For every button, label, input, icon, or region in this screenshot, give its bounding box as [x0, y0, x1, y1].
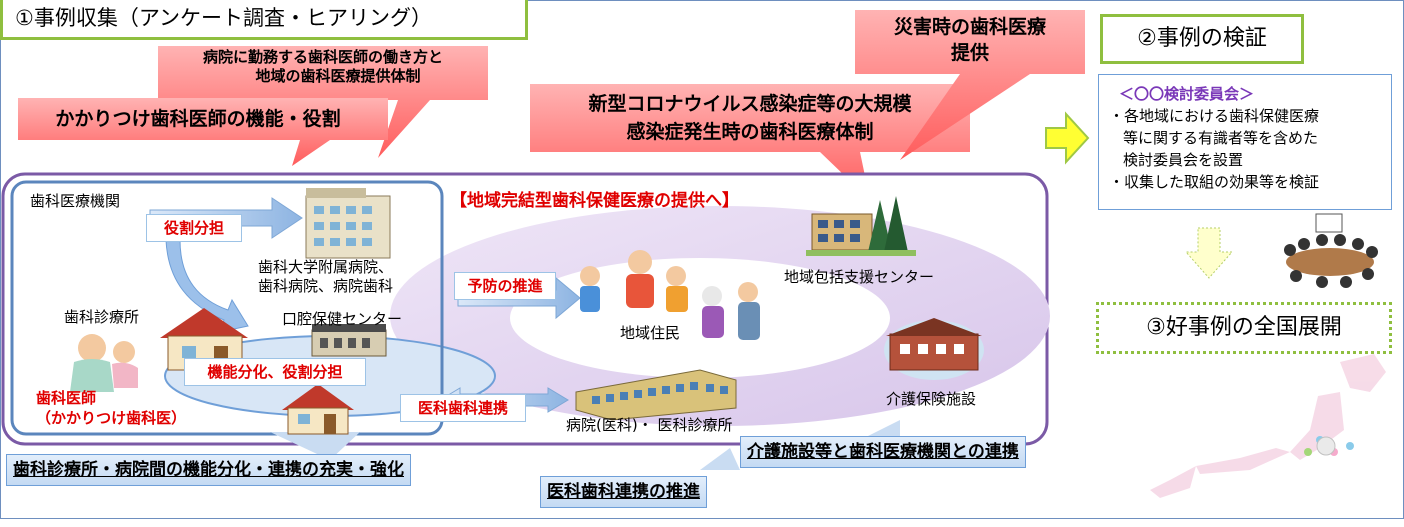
- step1-title: ①事例収集（アンケート調査・ヒアリング）: [0, 0, 528, 40]
- callout-hospital-dentist-line1: 病院に勤務する歯科医師の働き方と: [202, 48, 443, 66]
- support-center-label: 地域包括支援センター: [784, 268, 935, 286]
- oral-health-center-building: [311, 324, 387, 357]
- committee-bullet1-line1: ・各地域における歯科保健医療: [1109, 107, 1320, 125]
- committee-bullet1-line3: 検討委員会を設置: [1123, 151, 1244, 169]
- callout-covid-line2: 感染症発生時の歯科医療体制: [626, 121, 874, 143]
- committee-bullet1-line2: 等に関する有識者等を含めた: [1123, 129, 1319, 147]
- callout-hospital-dentist-line2: 地域の歯科医療提供体制: [255, 67, 421, 85]
- region-title: 【地域完結型歯科保健医療の提供へ】: [450, 191, 739, 211]
- committee-title: ＜〇〇検討委員会＞: [1119, 85, 1255, 103]
- callout-hospital-dentist: 病院に勤務する歯科医師の働き方と 地域の歯科医療提供体制: [158, 48, 488, 86]
- dentist-figure: [70, 334, 138, 392]
- hospital-clinic-label: 病院(医科)・ 医科診療所: [566, 416, 733, 434]
- callout-disaster: 災害時の歯科医療 提供: [855, 14, 1085, 66]
- japan-map: [1150, 354, 1386, 498]
- support-center-building: [806, 196, 916, 256]
- role-sharing-label: 役割分担: [146, 214, 242, 242]
- callout-disaster-shape: [855, 10, 1085, 160]
- dental-institutions-frame: [10, 180, 444, 436]
- callout-hospital-dentist-shape: [158, 46, 488, 158]
- university-hospital-building: [305, 188, 391, 259]
- callout-family-dentist-shape: [18, 98, 388, 166]
- prevention-label: 予防の推進: [454, 272, 556, 300]
- care-facility-label: 介護保険施設: [886, 390, 977, 408]
- dentist-line1: 歯科医師: [36, 389, 97, 407]
- university-hospital-line2: 歯科病院、病院歯科: [258, 277, 394, 295]
- residents-label: 地域住民: [620, 324, 681, 342]
- residents-figures: [580, 250, 760, 340]
- yellow-arrow-shape: [1045, 111, 1090, 165]
- callout-covid-line1: 新型コロナウイルス感染症等の大規模: [588, 93, 912, 115]
- dental-institutions-label: 歯科医療機関: [30, 192, 121, 210]
- step2-title: ②事例の検証: [1100, 14, 1304, 64]
- bottom-bar-care-facility: 介護施設等と歯科医療機関との連携: [740, 436, 1026, 468]
- oral-health-center-label: 口腔保健センター: [282, 310, 403, 328]
- callout-covid-shape: [530, 84, 970, 200]
- university-hospital-line1: 歯科大学附属病院、: [258, 258, 394, 276]
- committee-meeting-figure: [1284, 213, 1378, 288]
- step3-title: ③好事例の全国展開: [1096, 302, 1392, 354]
- callout-disaster-line2: 提供: [950, 42, 989, 64]
- function-role-label: 機能分化、役割分担: [184, 358, 366, 386]
- dentist-line2: （かかりつけ歯科医）: [36, 409, 187, 427]
- dental-clinic-label: 歯科診療所: [64, 308, 140, 326]
- medical-hospital-building: [575, 369, 737, 421]
- care-facility-building: [884, 318, 984, 380]
- medical-dental-label: 医科歯科連携: [400, 394, 526, 422]
- bottom-bar-medical-dental: 医科歯科連携の推進: [540, 476, 707, 508]
- callout-covid: 新型コロナウイルス感染症等の大規模 感染症発生時の歯科医療体制: [530, 90, 970, 146]
- dentist-label: 歯科医師 （かかりつけ歯科医）: [36, 388, 186, 428]
- callout-family-dentist: かかりつけ歯科医師の機能・役割: [55, 108, 341, 130]
- committee-bullet2: ・収集した取組の効果等を検証: [1109, 173, 1320, 191]
- committee-box: ＜〇〇検討委員会＞ ・各地域における歯科保健医療 等に関する有識者等を含めた 検…: [1098, 74, 1392, 210]
- callout-disaster-line1: 災害時の歯科医療: [893, 16, 1046, 38]
- dental-clinic-house-2: [282, 384, 354, 435]
- bottom-bar-dental-cooperation: 歯科診療所・病院間の機能分化・連携の充実・強化: [6, 454, 411, 486]
- university-hospital-label: 歯科大学附属病院、 歯科病院、病院歯科: [258, 258, 393, 296]
